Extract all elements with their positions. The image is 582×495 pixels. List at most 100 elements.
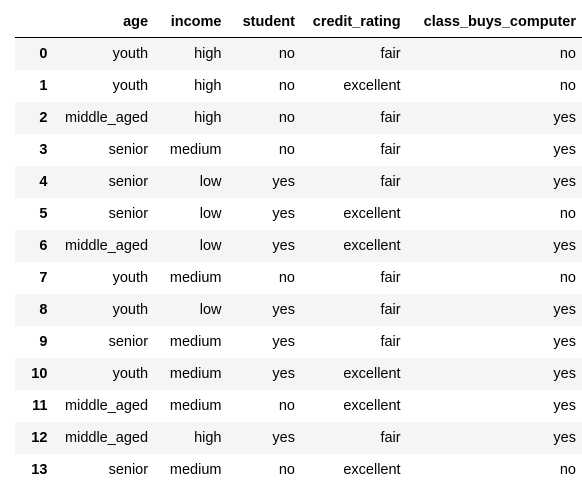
cell-student: no — [278, 462, 295, 478]
cell-income: medium — [169, 366, 222, 382]
cell-age: middle_aged — [65, 110, 149, 126]
cell-credit-rating: fair — [380, 334, 401, 350]
index-header — [15, 6, 54, 38]
table-row: 1 youth high no excellent no — [15, 70, 582, 102]
cell-age: senior — [108, 142, 149, 158]
cell-credit-rating: fair — [380, 142, 401, 158]
cell-income: low — [199, 174, 222, 190]
cell-age: youth — [112, 302, 149, 318]
cell-income: medium — [169, 398, 222, 414]
row-index: 9 — [39, 334, 48, 350]
cell-credit-rating: fair — [380, 46, 401, 62]
cell-class-buys-computer: yes — [553, 302, 576, 318]
cell-class-buys-computer: no — [559, 270, 576, 286]
cell-income: medium — [169, 270, 222, 286]
row-index: 3 — [39, 142, 48, 158]
cell-student: no — [278, 142, 295, 158]
row-index: 11 — [32, 398, 48, 414]
cell-credit-rating: fair — [380, 174, 401, 190]
cell-student: yes — [272, 334, 295, 350]
cell-age: middle_aged — [65, 398, 149, 414]
cell-age: youth — [112, 46, 149, 62]
cell-student: no — [278, 110, 295, 126]
cell-student: no — [278, 78, 295, 94]
cell-class-buys-computer: yes — [553, 430, 576, 446]
cell-class-buys-computer: yes — [553, 366, 576, 382]
cell-student: yes — [272, 174, 295, 190]
cell-class-buys-computer: yes — [553, 334, 576, 350]
cell-age: senior — [108, 462, 149, 478]
row-index: 12 — [31, 430, 48, 446]
cell-age: senior — [108, 206, 149, 222]
row-index: 2 — [39, 110, 48, 126]
table-row: 4 senior low yes fair yes — [15, 166, 582, 198]
cell-class-buys-computer: yes — [553, 398, 576, 414]
cell-age: senior — [108, 174, 149, 190]
dataframe-table: age income student credit_rating class_b… — [15, 6, 582, 486]
cell-class-buys-computer: yes — [553, 174, 576, 190]
cell-credit-rating: fair — [380, 430, 401, 446]
table-row: 9 senior medium yes fair yes — [15, 326, 582, 358]
cell-credit-rating: fair — [380, 302, 401, 318]
cell-student: no — [278, 398, 295, 414]
column-header-credit-rating: credit_rating — [300, 6, 407, 38]
cell-credit-rating: excellent — [343, 238, 401, 254]
cell-age: youth — [112, 366, 149, 382]
header-row: age income student credit_rating class_b… — [15, 6, 582, 38]
cell-student: yes — [272, 302, 295, 318]
table-body: 0 youth high no fair no 1 youth high no excellent n… — [15, 37, 582, 486]
cell-class-buys-computer: no — [559, 206, 576, 222]
table-row: 6 middle_aged low yes excellent yes — [15, 230, 582, 262]
table-row: 12 middle_aged high yes fair yes — [15, 422, 582, 454]
row-index: 0 — [39, 46, 48, 62]
cell-credit-rating: excellent — [343, 366, 401, 382]
cell-age: middle_aged — [65, 238, 149, 254]
cell-student: yes — [272, 206, 295, 222]
cell-credit-rating: excellent — [343, 398, 401, 414]
row-index: 4 — [39, 174, 48, 190]
row-index: 8 — [39, 302, 48, 318]
row-index: 1 — [39, 78, 48, 94]
column-header-age: age — [53, 6, 155, 38]
row-index: 6 — [39, 238, 48, 254]
cell-student: yes — [272, 430, 295, 446]
table-header: age income student credit_rating class_b… — [15, 6, 582, 38]
cell-age: middle_aged — [65, 430, 149, 446]
table-row: 7 youth medium no fair no — [15, 262, 582, 294]
table-row: 11 middle_aged medium no excellent yes — [15, 390, 582, 422]
cell-income: low — [199, 238, 222, 254]
dataframe-output: age income student credit_rating class_b… — [15, 6, 582, 486]
cell-income: high — [194, 46, 222, 62]
cell-age: youth — [112, 78, 149, 94]
cell-income: high — [194, 430, 222, 446]
cell-student: yes — [272, 366, 295, 382]
cell-credit-rating: fair — [380, 110, 401, 126]
cell-class-buys-computer: yes — [553, 238, 576, 254]
cell-class-buys-computer: no — [559, 78, 576, 94]
cell-student: no — [278, 270, 295, 286]
cell-student: yes — [272, 238, 295, 254]
cell-class-buys-computer: yes — [553, 142, 576, 158]
cell-credit-rating: excellent — [343, 462, 401, 478]
cell-age: youth — [112, 270, 149, 286]
cell-income: high — [194, 110, 222, 126]
cell-credit-rating: excellent — [343, 78, 401, 94]
cell-credit-rating: excellent — [343, 206, 401, 222]
cell-income: high — [194, 78, 222, 94]
table-row: 10 youth medium yes excellent yes — [15, 358, 582, 390]
cell-income: medium — [169, 334, 222, 350]
cell-age: senior — [108, 334, 149, 350]
row-index: 5 — [39, 206, 48, 222]
cell-class-buys-computer: yes — [553, 110, 576, 126]
cell-credit-rating: fair — [380, 270, 401, 286]
cell-income: medium — [169, 462, 222, 478]
row-index: 10 — [31, 366, 48, 382]
row-index: 7 — [39, 270, 48, 286]
column-header-income: income — [154, 6, 228, 38]
cell-student: no — [278, 46, 295, 62]
